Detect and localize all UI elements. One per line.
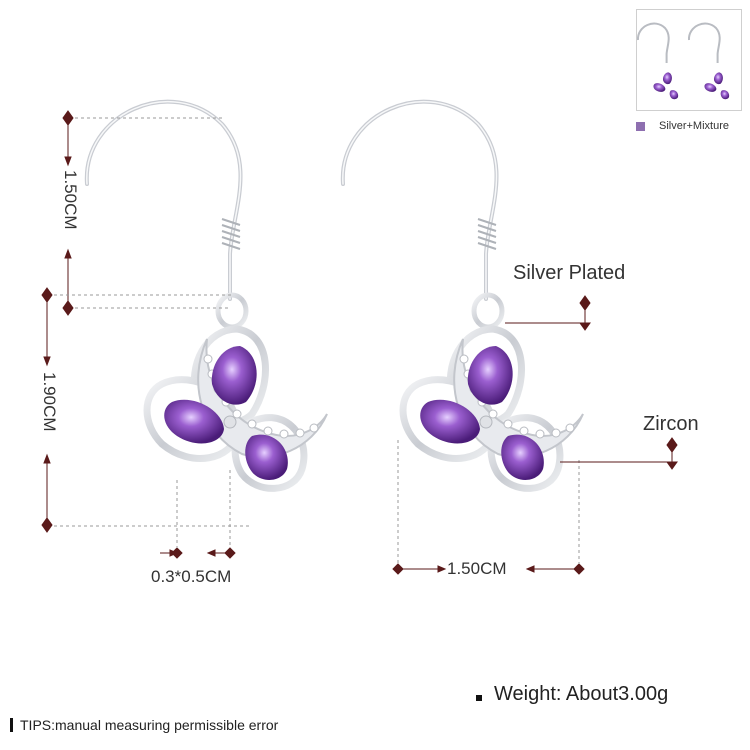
- hook-length-label: 1.50CM: [61, 170, 80, 230]
- stone-size-label: 0.3*0.5CM: [151, 567, 232, 586]
- zircon-callout: Zircon: [643, 413, 699, 435]
- pendant-height-label: 1.90CM: [40, 372, 59, 432]
- hook-length-dimension: [62, 110, 74, 316]
- silver-plated-callout: Silver Plated: [513, 262, 626, 284]
- weight-text: Weight: About3.00g: [494, 683, 669, 705]
- tips-marker: [10, 718, 13, 732]
- stone-size-dimension: [160, 547, 236, 559]
- pendant-height-dimension: [41, 287, 53, 533]
- weight-bullet: [476, 695, 482, 701]
- tips-text: TIPS:manual measuring permissible error: [20, 717, 279, 733]
- right-earring: [343, 102, 583, 489]
- variant-label: Silver+Mixture: [659, 120, 729, 132]
- variant-color-swatch: [636, 122, 645, 131]
- variant-thumbnail-earrings: [636, 22, 730, 100]
- pendant-width-dimension: [392, 563, 585, 575]
- pendant-width-label: 1.50CM: [447, 559, 507, 578]
